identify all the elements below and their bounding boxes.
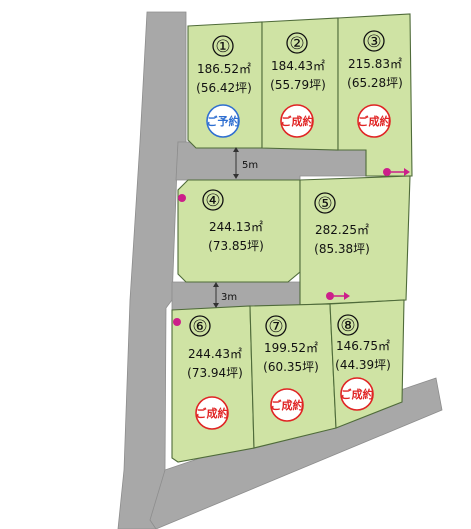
- lot-4-number-ring: [202, 189, 224, 211]
- lot-8-area-m2: 146.75㎡: [336, 339, 390, 353]
- lot-6-number: ⑥: [192, 317, 207, 337]
- marker-arrow-lot-5: [326, 292, 350, 300]
- lot-3-status-badge: [357, 104, 391, 138]
- lot-3-number: ③: [366, 32, 381, 52]
- lot-2-status-text: ご成約: [281, 114, 314, 128]
- lot-7-status-badge: [270, 388, 304, 422]
- lot-7-number-ring: [265, 315, 287, 337]
- lot-2-area-m2: 184.43㎡: [271, 59, 325, 73]
- lot-2-area-tsubo: (55.79坪): [270, 78, 326, 92]
- lot-3[interactable]: [337, 13, 413, 177]
- lot-7-area-tsubo: (60.35坪): [263, 360, 319, 374]
- lot-7-area-m2: 199.52㎡: [264, 341, 318, 355]
- upper-lane-dimension-arrow-top: [233, 147, 239, 152]
- lot-3-area-m2: 215.83㎡: [348, 57, 402, 71]
- marker-arrow-upper-right: [383, 168, 410, 176]
- lot-4-number: ④: [205, 191, 220, 211]
- lot-1-area-m2: 186.52㎡: [197, 62, 251, 76]
- lot-7-number: ⑦: [268, 317, 283, 337]
- lot-6-status-text: ご成約: [196, 406, 229, 420]
- lot-7-status-text: ご成約: [271, 398, 304, 412]
- lot-1-number: ①: [215, 37, 230, 57]
- lot-2-number: ②: [289, 34, 304, 54]
- lot-2-status-badge: [280, 104, 314, 138]
- lot-1-status-text: ご予約: [207, 114, 240, 128]
- lower-lane-dimension-arrow-bottom: [213, 303, 219, 308]
- lot-8-status-text: ご成約: [341, 387, 374, 401]
- lot-5-area-tsubo: (85.38坪): [314, 242, 370, 256]
- lot-3-status-text: ご成約: [358, 114, 391, 128]
- lot-3-area-tsubo: (65.28坪): [347, 76, 403, 90]
- lot-6-status-badge: [195, 396, 229, 430]
- lot-1-status-badge: [206, 104, 240, 138]
- marker-dot-lot-4: [178, 194, 186, 202]
- upper-lane-width-label: 5m: [242, 160, 258, 171]
- lot-3-number-ring: [363, 30, 385, 52]
- lot-4-area-m2: 244.13㎡: [209, 220, 263, 234]
- lot-8-area-tsubo: (44.39坪): [335, 358, 391, 372]
- lot-5-number: ⑤: [317, 194, 332, 214]
- lot-6[interactable]: [171, 305, 255, 463]
- lot-1[interactable]: [187, 21, 263, 149]
- lot-1-area-tsubo: (56.42坪): [196, 81, 252, 95]
- lot-1-number-ring: [212, 35, 234, 57]
- upper-lane-dimension-arrow-bottom: [233, 174, 239, 179]
- lot-8-number: ⑧: [340, 316, 355, 336]
- lot-5-area-m2: 282.25㎡: [315, 223, 369, 237]
- marker-dot-lot-6: [173, 318, 181, 326]
- lot-6-area-tsubo: (73.94坪): [187, 366, 243, 380]
- lot-8-status-badge: [340, 377, 374, 411]
- lower-lane-dimension-arrow-top: [213, 282, 219, 287]
- lower-lane-width-label: 3m: [221, 292, 237, 303]
- lot-4-area-tsubo: (73.85坪): [208, 239, 264, 253]
- lot-6-number-ring: [189, 315, 211, 337]
- lot-6-area-m2: 244.43㎡: [188, 347, 242, 361]
- lot-2-number-ring: [286, 32, 308, 54]
- lot-7[interactable]: [249, 303, 337, 449]
- lot-8-number-ring: [337, 314, 359, 336]
- lot-5-number-ring: [314, 192, 336, 214]
